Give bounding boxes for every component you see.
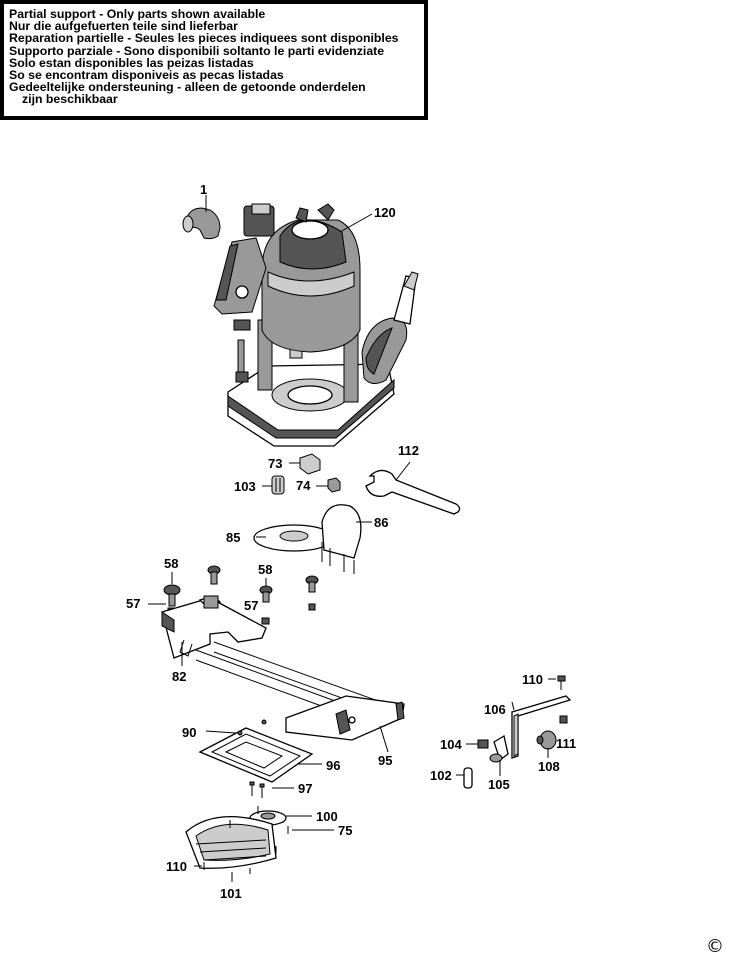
part-111-nut xyxy=(559,715,568,724)
label-part-82: 82 xyxy=(172,669,186,684)
notice-line-en: Partial support - Only parts shown avail… xyxy=(9,7,266,21)
part-96-sub-base xyxy=(198,719,322,783)
notice-line-nl: Gedeeltelijke ondersteuning - alleen de … xyxy=(9,80,366,95)
part-108-knob xyxy=(536,730,557,758)
label-part-108: 108 xyxy=(538,759,560,774)
label-part-58-right: 58 xyxy=(258,562,272,577)
label-part-90: 90 xyxy=(182,725,196,740)
label-part-85: 85 xyxy=(226,530,240,545)
label-part-95: 95 xyxy=(378,753,392,768)
label-part-74: 74 xyxy=(296,478,311,493)
part-74-collet-nut xyxy=(316,477,341,493)
label-part-97: 97 xyxy=(298,781,312,796)
partial-support-notice: Partial support - Only parts shown avail… xyxy=(0,0,428,120)
label-part-1: 1 xyxy=(200,182,207,197)
part-97-screws xyxy=(249,781,294,798)
label-part-111: 111 xyxy=(556,736,576,751)
part-58-wing-screw-right xyxy=(259,578,273,603)
copyright-symbol: © xyxy=(706,936,724,957)
label-part-110-upper: 110 xyxy=(522,672,543,687)
part-wing-screw-center xyxy=(207,565,221,585)
label-part-105: 105 xyxy=(488,777,510,792)
label-part-103: 103 xyxy=(234,479,256,494)
part-86-dust-guard xyxy=(321,504,372,574)
part-85-guide-plate xyxy=(253,524,335,552)
part-110-screw-upper xyxy=(548,675,566,690)
part-102-pin xyxy=(456,767,473,789)
label-part-112: 112 xyxy=(398,443,419,458)
notice-line-pt: So se encontram disponiveis as pecas lis… xyxy=(9,68,284,83)
label-part-110-lower: 110 xyxy=(166,859,187,874)
label-part-106: 106 xyxy=(484,702,506,717)
notice-line-fr: Reparation partielle - Seules les pieces… xyxy=(9,31,399,46)
part-75-screws xyxy=(257,806,334,834)
part-73-nut xyxy=(289,453,321,475)
label-part-57-left: 57 xyxy=(126,596,140,611)
label-part-100: 100 xyxy=(316,809,338,824)
part-103-collet xyxy=(262,475,285,495)
part-106-bracket xyxy=(511,695,572,759)
part-82-fence-bracket xyxy=(161,595,267,666)
label-part-86: 86 xyxy=(374,515,388,530)
notice-line-es: Solo estan disponibles las peizas listad… xyxy=(9,55,254,70)
label-part-102: 102 xyxy=(430,768,452,783)
label-part-58-left: 58 xyxy=(164,556,178,571)
label-part-96: 96 xyxy=(326,758,340,773)
part-wing-screw-far xyxy=(305,575,319,611)
part-104-nut xyxy=(466,739,489,749)
part-1-elbow xyxy=(182,195,221,240)
part-105-clamp xyxy=(489,734,509,776)
notice-line-nl-cont: zijn beschikbaar xyxy=(22,92,118,107)
label-part-104: 104 xyxy=(440,737,462,752)
label-part-120: 120 xyxy=(374,205,396,220)
part-101-base xyxy=(185,815,277,882)
label-part-75: 75 xyxy=(338,823,352,838)
part-112-spanner xyxy=(365,461,461,515)
part-95-fence-rods xyxy=(195,641,405,753)
label-part-101: 101 xyxy=(220,886,242,901)
notice-line-de: Nur die aufgefuerten teile sind lieferba… xyxy=(9,19,238,34)
part-120-router-body xyxy=(213,203,419,447)
label-part-57-right: 57 xyxy=(244,598,258,613)
notice-line-it: Supporto parziale - Sono disponibili sol… xyxy=(9,43,385,58)
part-58-wing-screw-left xyxy=(163,572,181,607)
label-part-73: 73 xyxy=(268,456,282,471)
